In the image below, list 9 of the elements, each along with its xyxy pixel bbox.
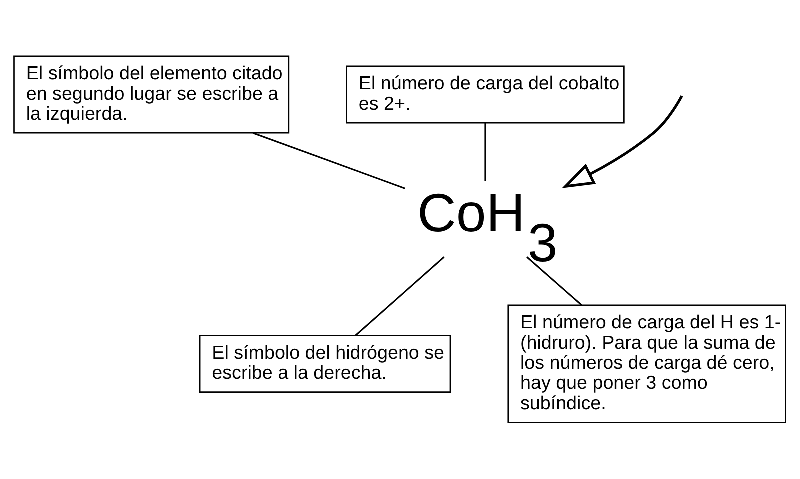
arrow [562,96,684,188]
connector [355,256,445,336]
node-box: El símbolo del elemento citado en segundo lugar se escribe a la izquierda. [14,56,290,134]
connector [484,123,486,182]
node-box: El número de carga del cobalto es 2+. [346,66,625,124]
node-box: El símbolo del hidrógeno se escribe a la derecha. [199,335,452,393]
connector [526,256,582,306]
connector [252,132,406,190]
node-box: El número de carga del H es 1- (hidruro). Para que la suma de los números de carga dé cero, hay que poner 3 como subíndice. [508,304,786,424]
